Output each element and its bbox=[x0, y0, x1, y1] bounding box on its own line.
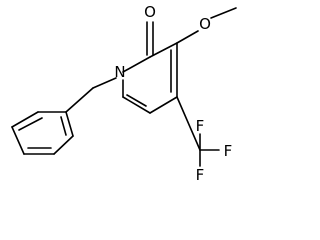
benzene-bond-5 bbox=[53, 135, 74, 155]
atom-f-top: F bbox=[196, 117, 205, 135]
pyridinone-ring bbox=[122, 42, 178, 114]
bond-n1-c2 bbox=[122, 56, 151, 73]
atom-f-bottom: F bbox=[196, 166, 205, 184]
atom-o-carbonyl: O bbox=[144, 3, 156, 21]
bond-c5-cf3 bbox=[176, 96, 201, 151]
benzyl-group bbox=[11, 77, 117, 155]
molecule-structure-diagram: O O N F F F bbox=[11, 3, 237, 184]
benzene-inner-3 bbox=[60, 116, 67, 136]
benzene-inner-1 bbox=[18, 117, 43, 131]
bond-c5-c6-double bbox=[126, 94, 147, 107]
atom-n-ring: N bbox=[114, 63, 125, 81]
carbonyl-group bbox=[146, 21, 154, 56]
bond-c5-c6 bbox=[122, 96, 151, 114]
benzene-bond-3 bbox=[11, 126, 25, 155]
bond-c2-c3 bbox=[149, 42, 178, 58]
atom-f-right: F bbox=[224, 142, 233, 160]
bond-c3-o bbox=[176, 30, 199, 44]
bond-n-ch2 bbox=[92, 77, 117, 89]
benzene-bond-6 bbox=[65, 111, 74, 137]
benzene-bond-2 bbox=[11, 111, 39, 128]
atom-o-methoxy: O bbox=[199, 15, 211, 33]
benzene-ring bbox=[11, 111, 74, 155]
bond-ch2-ring bbox=[65, 87, 94, 113]
methoxy-group bbox=[176, 7, 237, 44]
bond-c4-c5 bbox=[149, 96, 178, 114]
atom-labels: O O N F F F bbox=[114, 3, 232, 184]
bond-o-ch3 bbox=[210, 7, 237, 19]
trifluoromethyl-group bbox=[176, 96, 220, 167]
